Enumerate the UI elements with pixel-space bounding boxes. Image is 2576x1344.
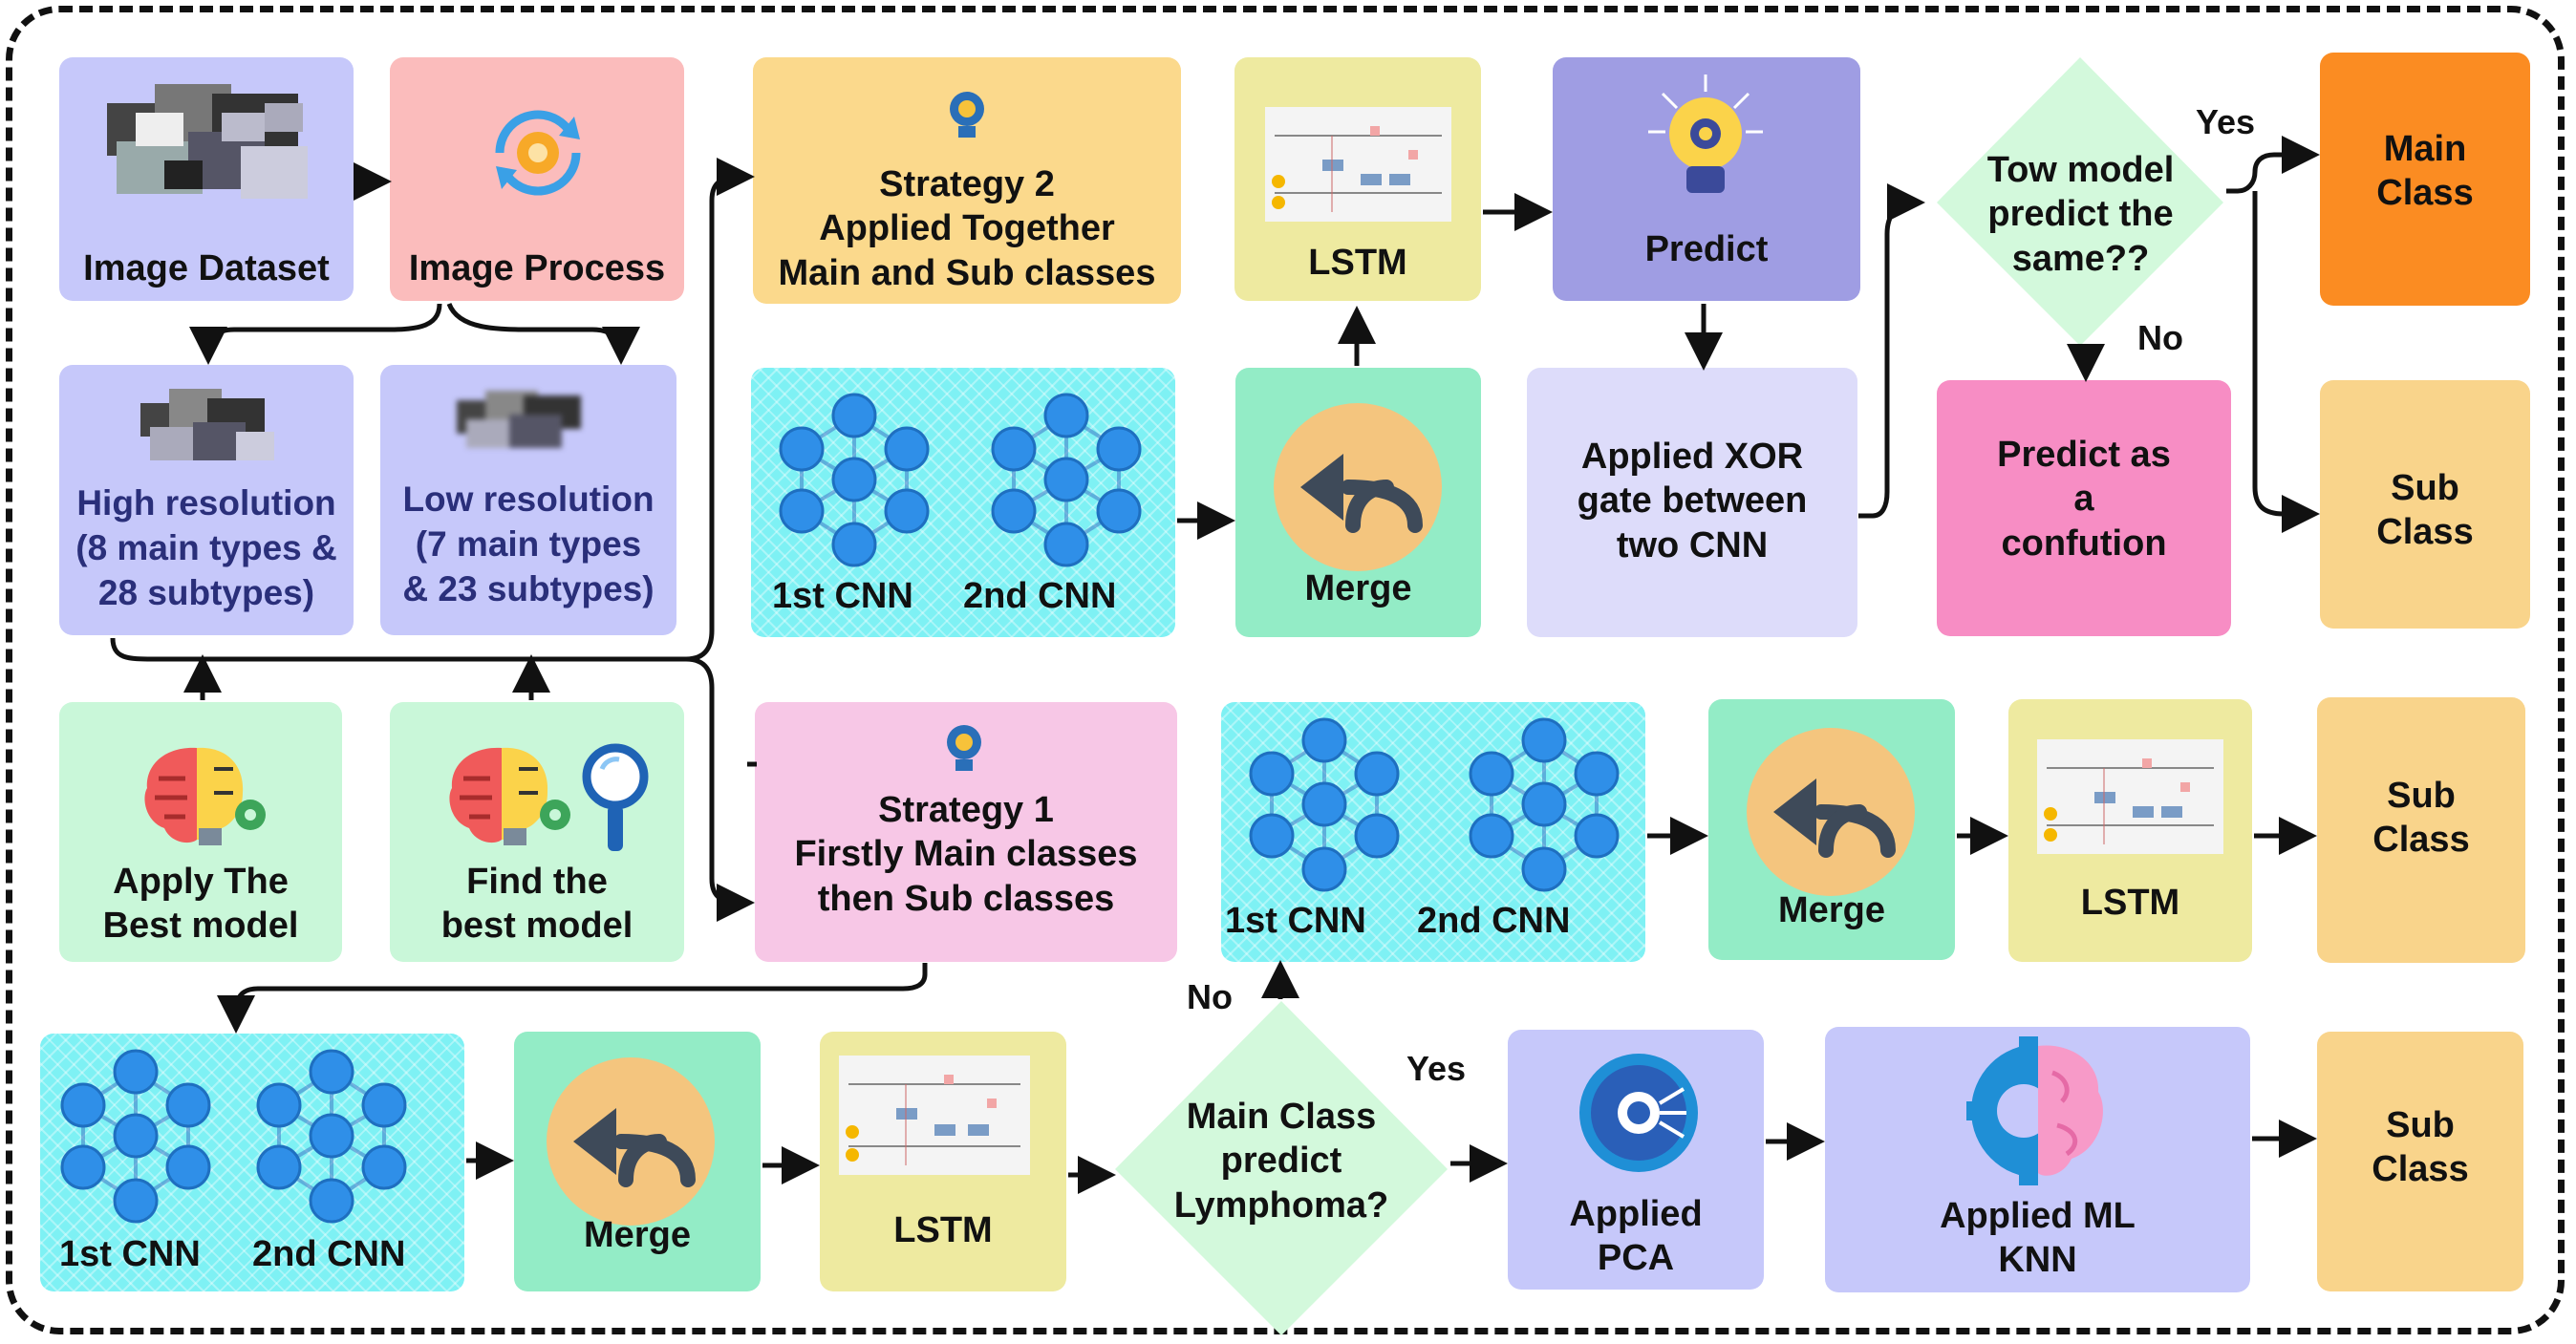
sub-class-label-1: Sub Class [2376, 468, 2474, 553]
image-dataset-label: Image Dataset [83, 248, 330, 288]
apply-best-box: Apply The Best model [59, 702, 342, 962]
pca-box: Applied PCA [1508, 1030, 1764, 1290]
image-thumbnails-icon [97, 75, 312, 208]
brain-bulb-icon [138, 740, 271, 855]
apply-best-label: Apply The Best model [102, 862, 299, 947]
sub-class-box-2: Sub Class [2317, 697, 2525, 963]
predict-label: Predict [1644, 229, 1769, 269]
low-res-box: Low resolution (7 main types & 23 subtyp… [380, 365, 676, 635]
lstm-box-mid: LSTM [2008, 699, 2252, 962]
cnn-pair-box-top: 1st CNN 2nd CNN [751, 368, 1175, 637]
neural-network-icon [1238, 716, 1410, 898]
lightbulb-icon [943, 721, 985, 781]
sub-class-label-2: Sub Class [2372, 776, 2470, 861]
pca-icon [1577, 1051, 1701, 1180]
neural-network-icon [980, 392, 1152, 573]
merge-label-top: Merge [1304, 568, 1412, 608]
neural-network-icon [246, 1048, 418, 1229]
lightbulb-gear-icon [1648, 75, 1763, 203]
merge-label-bottom: Merge [584, 1215, 691, 1255]
merge-box-top: Merge [1235, 368, 1481, 637]
arrow-diamond-main [2226, 136, 2320, 194]
cnn1-label: 1st CNN [1225, 901, 1366, 941]
find-best-label: Find the best model [440, 862, 633, 947]
tow-model-diamond: Tow model predict the same?? [1935, 57, 2226, 353]
lightbulb-icon [946, 88, 988, 148]
neural-network-icon [768, 392, 940, 573]
lymphoma-diamond: Main Class predict Lymphoma? [1113, 1001, 1449, 1342]
find-best-box: Find the best model [390, 702, 684, 962]
image-process-box: Image Process [390, 57, 684, 301]
cnn1-label: 1st CNN [772, 576, 913, 616]
gear-cycle-icon [481, 96, 595, 215]
lstm-cell-icon [1265, 107, 1451, 226]
lstm-cell-icon [2037, 739, 2223, 859]
cnn-pair-box-bottom: 1st CNN 2nd CNN [40, 1034, 464, 1291]
image-process-label: Image Process [408, 248, 666, 288]
low-res-label: Low resolution (7 main types & 23 subtyp… [402, 480, 655, 608]
arrow-process-lowres [446, 302, 640, 365]
arrow-process-split [189, 303, 442, 365]
high-res-label: High resolution (8 main types & 28 subty… [75, 483, 337, 612]
magnifier-icon [577, 740, 654, 860]
strategy1-box: Strategy 1 Firstly Main classes then Sub… [755, 702, 1177, 962]
neural-network-icon [1458, 716, 1630, 898]
no-label-top: No [2137, 318, 2183, 357]
sub-class-label-3: Sub Class [2372, 1105, 2469, 1190]
no-label-bottom: No [1187, 977, 1233, 1016]
arrow-strategy1-cnn [217, 963, 928, 1034]
neural-network-icon [50, 1048, 222, 1229]
ml-knn-box: Applied ML KNN [1825, 1027, 2250, 1292]
image-thumbnails-icon [452, 386, 595, 453]
lymphoma-label: Main Class predict Lymphoma? [1173, 1097, 1389, 1226]
tow-model-label: Tow model predict the same?? [1986, 150, 2175, 279]
arrow-to-strategy1 [685, 656, 755, 922]
yes-label-top: Yes [2196, 102, 2256, 141]
merge-box-mid: Merge [1708, 699, 1955, 960]
cnn2-label: 2nd CNN [1417, 901, 1571, 941]
lstm-label-bottom: LSTM [893, 1210, 993, 1250]
predict-confution-label: Predict as a confution [1997, 435, 2171, 564]
strategy2-box: Strategy 2 Applied Together Main and Sub… [753, 57, 1181, 304]
pca-label: Applied PCA [1569, 1194, 1703, 1279]
main-class-label: Main Class [2376, 129, 2474, 214]
bracket-res-strategies [110, 158, 755, 662]
high-res-box: High resolution (8 main types & 28 subty… [59, 365, 354, 635]
main-class-box: Main Class [2320, 53, 2530, 306]
sub-class-box-3: Sub Class [2317, 1032, 2523, 1291]
xor-box: Applied XOR gate between two CNN [1527, 368, 1857, 637]
lstm-box-top: LSTM [1234, 57, 1481, 301]
cnn2-label: 2nd CNN [963, 576, 1117, 616]
merge-arrow-icon [1272, 401, 1444, 578]
image-thumbnails-icon [136, 384, 279, 465]
xor-label: Applied XOR gate between two CNN [1577, 437, 1808, 565]
merge-label-mid: Merge [1778, 890, 1885, 930]
sub-class-box-1: Sub Class [2320, 380, 2530, 629]
merge-arrow-icon [545, 1056, 717, 1232]
lstm-label-mid: LSTM [2080, 883, 2180, 923]
merge-arrow-icon [1745, 726, 1917, 903]
cnn2-label: 2nd CNN [252, 1234, 406, 1274]
merge-box-bottom: Merge [514, 1032, 761, 1291]
gear-brain-icon [1966, 1035, 2110, 1192]
lstm-label-top: LSTM [1308, 243, 1407, 283]
cnn1-label: 1st CNN [59, 1234, 201, 1274]
brain-bulb-icon [442, 740, 576, 855]
cnn-pair-box-mid: 1st CNN 2nd CNN [1221, 702, 1645, 962]
strategy1-label: Strategy 1 Firstly Main classes then Sub… [794, 790, 1138, 919]
image-dataset-box: Image Dataset [59, 57, 354, 301]
predict-confution-box: Predict as a confution [1937, 380, 2231, 636]
arrow-diamond-sub [2252, 191, 2320, 533]
lstm-box-bottom: LSTM [820, 1032, 1066, 1291]
ml-knn-label: Applied ML KNN [1940, 1196, 2136, 1281]
strategy2-label: Strategy 2 Applied Together Main and Sub… [778, 164, 1156, 293]
yes-label-bottom: Yes [1406, 1049, 1467, 1088]
arrow-xor-diamond [1858, 183, 1925, 519]
predict-box: Predict [1553, 57, 1860, 301]
lstm-cell-icon [839, 1056, 1030, 1180]
